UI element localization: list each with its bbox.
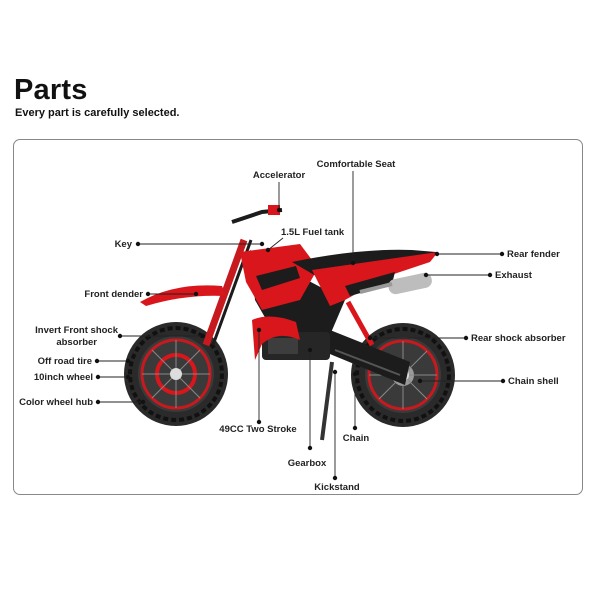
- label-gearbox: Gearbox: [288, 458, 327, 469]
- label-color-wheel-hub: Color wheel hub: [19, 397, 93, 408]
- parts-panel: [13, 139, 583, 495]
- label-rear-fender: Rear fender: [507, 249, 560, 260]
- label-rear-shock-absorber: Rear shock absorber: [471, 333, 566, 344]
- page-title: Parts: [14, 74, 88, 106]
- page-subtitle: Every part is carefully selected.: [15, 107, 180, 119]
- label-fuel-tank: 1.5L Fuel tank: [281, 227, 345, 238]
- label-invert-front-shock-line2: absorber: [56, 337, 97, 348]
- label-exhaust: Exhaust: [495, 270, 533, 281]
- label-key: Key: [115, 239, 133, 250]
- label-kickstand: Kickstand: [314, 482, 360, 493]
- callout-lines: [94, 171, 506, 481]
- front-wheel: [124, 322, 228, 426]
- label-off-road-tire: Off road tire: [38, 356, 92, 367]
- label-chain-shell: Chain shell: [508, 376, 559, 387]
- label-invert-front-shock-line1: Invert Front shock: [35, 325, 119, 336]
- part-labels: Comfortable Seat Accelerator 1.5L Fuel t…: [19, 159, 566, 493]
- label-accelerator: Accelerator: [253, 170, 306, 181]
- label-10inch-wheel: 10inch wheel: [34, 372, 93, 383]
- label-front-fender: Front dender: [84, 289, 143, 300]
- label-49cc-two-stroke: 49CC Two Stroke: [219, 424, 296, 435]
- label-comfortable-seat: Comfortable Seat: [317, 159, 396, 170]
- dirt-bike-illustration: [124, 205, 455, 441]
- label-chain: Chain: [343, 433, 370, 444]
